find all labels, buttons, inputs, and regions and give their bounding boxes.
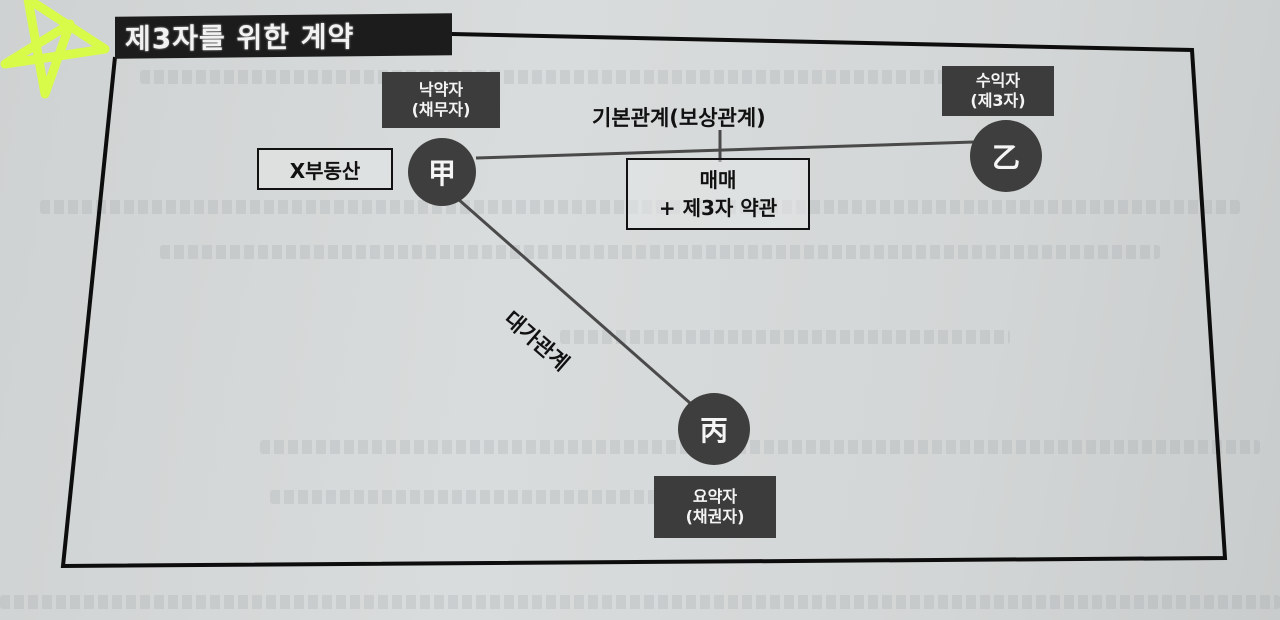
bleed-through-texture [0, 595, 1280, 609]
diagram-title-tab: 제3자를 위한 계약 [115, 13, 452, 59]
basic-relation-line [475, 140, 975, 160]
bleed-through-texture [140, 70, 1040, 84]
beneficiary-symbol: 乙 [991, 141, 1020, 174]
beneficiary-role: 수익자 [975, 71, 1021, 90]
property-label: X부동산 [289, 158, 361, 183]
contract-terms-box: 매매 + 제3자 약관 [626, 158, 810, 230]
diagram-title: 제3자를 위한 계약 [125, 20, 355, 56]
consideration-relation-line [457, 197, 691, 405]
promisee-symbol: 丙 [699, 414, 728, 447]
contract-line-2: + 제3자 약관 [658, 196, 778, 220]
bleed-through-texture [560, 330, 1010, 344]
promisor-symbol: 甲 [427, 157, 456, 190]
highlighter-star-icon [0, 0, 110, 99]
promisor-node: 甲 [408, 138, 476, 206]
bleed-through-texture [160, 245, 1160, 259]
contract-line-1: 매매 [699, 168, 737, 192]
basic-relation-label: 기본관계(보상관계) [592, 106, 766, 130]
beneficiary-alt-role: (제3자) [970, 91, 1026, 110]
promisee-role-box: 요약자 (채권자) [654, 476, 776, 538]
beneficiary-node: 乙 [970, 120, 1042, 192]
promisee-node: 丙 [678, 393, 750, 465]
promisor-role-box: 낙약자 (채무자) [382, 72, 500, 128]
promisor-alt-role: (채무자) [411, 100, 471, 119]
bleed-through-texture [270, 490, 770, 504]
promisee-role: 요약자 [692, 487, 738, 506]
promisor-role: 낙약자 [418, 80, 464, 99]
beneficiary-role-box: 수익자 (제3자) [942, 66, 1054, 116]
promisee-alt-role: (채권자) [685, 507, 745, 526]
bleed-through-texture [260, 440, 1260, 454]
property-label-box: X부동산 [257, 148, 393, 190]
